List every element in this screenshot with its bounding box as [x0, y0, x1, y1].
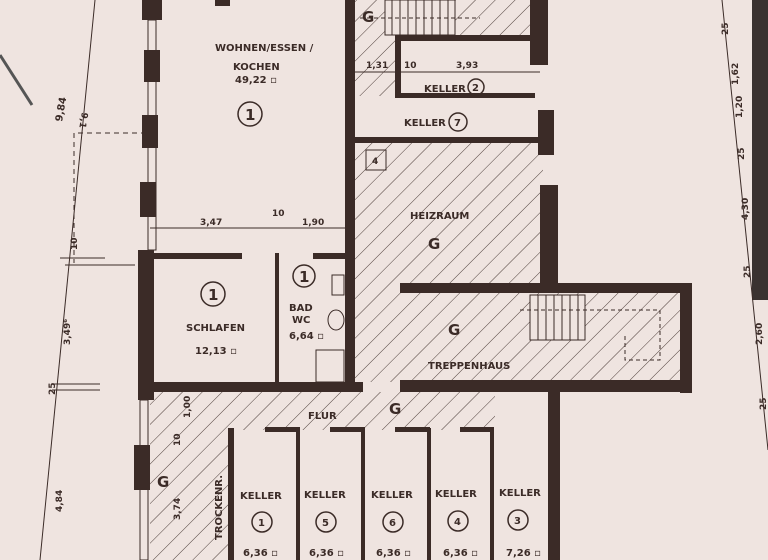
svg-text:7,26 ▫: 7,26 ▫	[506, 548, 541, 559]
room-schlafen: 1 SCHLAFEN 12,13 ▫	[186, 281, 245, 357]
svg-text:25: 25	[737, 147, 747, 160]
svg-text:G: G	[157, 473, 169, 491]
svg-text:HEIZRAUM: HEIZRAUM	[410, 211, 469, 222]
stairs-treppenhaus	[520, 294, 661, 361]
keller-6: KELLER 6 6,36 ▫	[371, 490, 413, 559]
room-trockenraum: G TROCKENR.	[157, 473, 225, 540]
svg-text:25: 25	[721, 22, 731, 35]
svg-text:12,13 ▫: 12,13 ▫	[195, 346, 237, 357]
svg-text:WOHNEN/ESSEN /: WOHNEN/ESSEN /	[215, 43, 314, 54]
svg-text:3,49⁶: 3,49⁶	[63, 319, 73, 345]
room-treppenhaus: G TREPPENHAUS	[428, 321, 510, 372]
svg-text:10: 10	[272, 209, 285, 219]
keller-5: KELLER 5 6,36 ▫	[304, 490, 346, 559]
svg-text:10: 10	[404, 61, 417, 71]
top-stairs-code: G	[362, 8, 374, 26]
svg-text:WC: WC	[292, 315, 310, 326]
svg-text:1,31: 1,31	[366, 61, 388, 71]
svg-text:2,60: 2,60	[755, 323, 765, 345]
svg-text:25: 25	[743, 265, 753, 278]
svg-text:KELLER: KELLER	[424, 84, 466, 95]
keller-row: KELLER 1 6,36 ▫ KELLER 5 6,36 ▫ KELLER 6 6,36 …	[240, 488, 541, 559]
svg-text:6,36 ▫: 6,36 ▫	[376, 548, 411, 559]
svg-text:KELLER: KELLER	[499, 488, 541, 499]
keller-3: KELLER 3 7,26 ▫	[499, 488, 541, 559]
right-dimensions: 25 1,62 1,20 25 4,30 25 2,60 25	[721, 22, 768, 410]
svg-text:TROCKENR.: TROCKENR.	[214, 475, 225, 540]
table-edge	[752, 0, 768, 300]
svg-text:6,36 ▫: 6,36 ▫	[309, 548, 344, 559]
svg-text:25: 25	[759, 397, 768, 410]
svg-text:3,47: 3,47	[200, 218, 222, 228]
pen	[0, 54, 34, 106]
svg-text:G: G	[428, 235, 440, 253]
svg-text:1,00: 1,00	[183, 396, 193, 418]
svg-text:KELLER: KELLER	[240, 491, 282, 502]
room-wohnen: WOHNEN/ESSEN / KOCHEN 49,22 ▫ 1	[215, 43, 314, 127]
svg-text:5: 5	[322, 518, 329, 529]
svg-text:1: 1	[245, 106, 255, 124]
svg-text:KELLER: KELLER	[435, 489, 477, 500]
svg-text:KELLER: KELLER	[304, 490, 346, 501]
svg-text:G: G	[389, 400, 401, 418]
svg-text:KELLER: KELLER	[404, 118, 446, 129]
svg-text:1: 1	[258, 518, 265, 529]
svg-text:1: 1	[299, 268, 309, 286]
keller-1: KELLER 1 6,36 ▫	[240, 491, 282, 559]
svg-text:1,90: 1,90	[302, 218, 324, 228]
svg-text:TREPPENHAUS: TREPPENHAUS	[428, 361, 510, 372]
room-heizraum: HEIZRAUM G	[410, 211, 469, 253]
svg-text:KOCHEN: KOCHEN	[233, 62, 280, 73]
svg-text:KELLER: KELLER	[371, 490, 413, 501]
svg-text:SCHLAFEN: SCHLAFEN	[186, 323, 245, 334]
room-bad: 1 BAD WC 6,64 ▫	[289, 264, 324, 342]
svg-text:G: G	[448, 321, 460, 339]
svg-text:9,1: 9,1	[76, 111, 89, 128]
stairs-top	[360, 0, 480, 36]
svg-text:6: 6	[389, 518, 396, 529]
svg-text:7: 7	[454, 118, 461, 129]
svg-text:10: 10	[173, 433, 183, 446]
svg-text:6,36 ▫: 6,36 ▫	[443, 548, 478, 559]
svg-text:10: 10	[70, 237, 80, 250]
svg-text:4,84: 4,84	[55, 490, 65, 512]
svg-text:6,36 ▫: 6,36 ▫	[243, 548, 278, 559]
svg-text:1,20: 1,20	[735, 96, 745, 118]
inner-dimensions: 3,47 10 1,90 1,31 10 3,93 1,00 10 3,74	[173, 61, 478, 520]
left-dimensions: 9,84 9,1 10 3,49⁶ 25 4,84	[48, 96, 89, 512]
bathroom-fixtures	[315, 274, 345, 383]
chimney-marker	[365, 149, 387, 171]
svg-text:1: 1	[208, 286, 218, 304]
svg-text:3: 3	[514, 516, 521, 527]
svg-text:1,62: 1,62	[731, 63, 741, 85]
svg-text:4,30: 4,30	[741, 198, 751, 220]
chimney-marker-label: 4	[372, 157, 378, 167]
svg-text:2: 2	[472, 83, 479, 94]
hatched-common-areas	[150, 0, 683, 560]
svg-text:3,93: 3,93	[456, 61, 478, 71]
keller-4: KELLER 4 6,36 ▫	[435, 489, 478, 559]
room-keller-7: KELLER 7	[404, 112, 468, 132]
room-keller-2: KELLER 2	[424, 78, 485, 96]
svg-text:49,22 ▫: 49,22 ▫	[235, 75, 277, 86]
svg-text:25: 25	[48, 382, 58, 395]
svg-text:6,64 ▫: 6,64 ▫	[289, 331, 324, 342]
svg-text:4: 4	[454, 517, 461, 528]
svg-text:3,74: 3,74	[173, 498, 183, 520]
room-flur: FLUR G	[308, 400, 401, 422]
walls	[134, 0, 692, 560]
svg-text:FLUR: FLUR	[308, 411, 337, 422]
svg-text:BAD: BAD	[289, 303, 313, 314]
svg-text:9,84: 9,84	[54, 96, 69, 122]
